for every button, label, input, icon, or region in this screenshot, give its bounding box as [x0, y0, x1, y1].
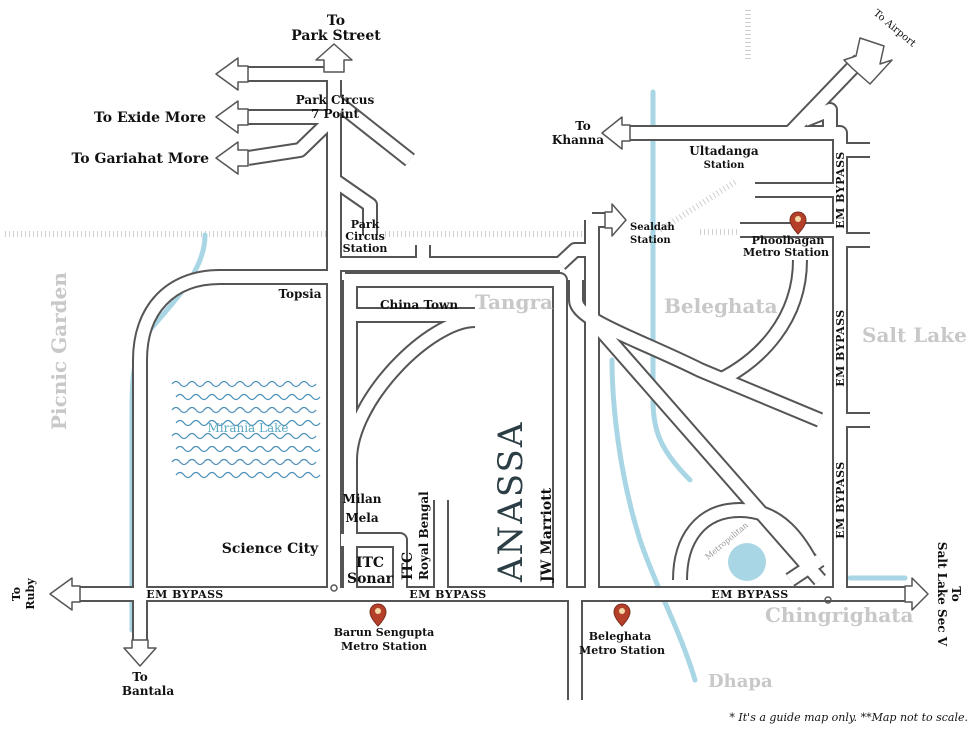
- landmark-china-town: China Town: [380, 298, 458, 312]
- phoolbagan-metro-line2: Metro Station: [743, 246, 829, 259]
- roads-fill: [80, 55, 905, 700]
- road-em-bypass-label: EM BYPASS: [834, 151, 847, 229]
- arrow-left-icon: [215, 141, 249, 175]
- road-em-bypass-label: EM BYPASS: [409, 588, 487, 601]
- dest-bantala-line1: To: [132, 670, 148, 684]
- metropolitan-lake: [728, 543, 766, 581]
- dest-salt-lake-sec-v-line2: Salt Lake Sec V: [935, 542, 949, 647]
- park-circus-station-line1: Park: [351, 218, 380, 231]
- ultadanga-station-line1: Ultadanga: [689, 144, 759, 158]
- park-circus-station-line2: Circus: [345, 230, 385, 243]
- barun-sengupta-metro-marker[interactable]: [369, 603, 387, 627]
- dest-exide-more: To Exide More: [94, 110, 206, 126]
- wave-line: [171, 406, 317, 414]
- dest-park-street-line1: To: [327, 13, 345, 29]
- landmark-jw-marriott: JW Marriott: [539, 487, 555, 584]
- wave-line: [175, 393, 321, 401]
- barun-sengupta-metro-line2: Metro Station: [341, 640, 427, 653]
- area-dhapa: Dhapa: [708, 671, 773, 692]
- dest-airport: To Airport: [871, 8, 918, 50]
- dest-khanna-line1: To: [575, 119, 591, 133]
- arrow-up-icon: [315, 43, 353, 73]
- dest-khanna-line2: Khanna: [552, 133, 604, 147]
- dest-ruby-line1: To: [10, 587, 23, 601]
- park-circus-7-point-line1: Park Circus: [296, 93, 375, 107]
- beleghata-metro-line1: Beleghata: [589, 630, 652, 643]
- wave-line: [175, 419, 321, 427]
- park-circus-7-point-line2: 7 Point: [311, 107, 360, 121]
- beleghata-metro-line2: Metro Station: [579, 644, 665, 657]
- landmark-milan-mela-line1: Milan: [343, 492, 382, 506]
- road-em-bypass-label: EM BYPASS: [834, 461, 847, 539]
- arrow-down-icon: [123, 639, 157, 667]
- barun-sengupta-metro-line1: Barun Sengupta: [334, 626, 435, 639]
- landmark-anassa: ANASSA: [491, 421, 531, 583]
- landmark-itc-sonar-line1: ITC: [356, 555, 384, 571]
- landmark-topsia: Topsia: [278, 287, 321, 301]
- arrow-right-icon: [604, 203, 627, 237]
- map-footnote: * It's a guide map only. **Map not to sc…: [729, 711, 968, 724]
- landmark-itc-royal-bengal-line1: ITC: [400, 552, 416, 580]
- sealdah-station-line1: Sealdah: [630, 222, 675, 233]
- arrow-left-icon: [215, 100, 249, 134]
- arrow-up-right-icon: [843, 37, 893, 85]
- arrow-right-icon: [904, 577, 929, 611]
- area-beleghata: Beleghata: [664, 294, 778, 318]
- road-em-bypass-label: EM BYPASS: [146, 588, 224, 601]
- arrow-left-icon: [601, 116, 631, 150]
- direction-arrows: [49, 37, 929, 667]
- dest-ruby-line2: Ruby: [24, 578, 37, 610]
- dest-gariahat-more: To Gariahat More: [71, 151, 209, 167]
- area-chingrighata: Chingrighata: [765, 603, 913, 627]
- mirania-lake-waves: [171, 380, 321, 479]
- beleghata-metro-marker[interactable]: [613, 603, 631, 627]
- wave-line: [175, 445, 321, 453]
- landmark-itc-sonar-line2: Sonar: [347, 571, 394, 587]
- dest-park-street-line2: Park Street: [291, 28, 381, 44]
- area-picnic-garden: Picnic Garden: [47, 272, 71, 430]
- area-tangra: Tangra: [475, 290, 553, 314]
- arrow-left-icon: [215, 57, 249, 91]
- wave-line: [175, 471, 321, 479]
- road-em-bypass-label: EM BYPASS: [711, 588, 789, 601]
- junction-marker: [330, 584, 338, 592]
- area-salt-lake: Salt Lake: [862, 323, 967, 347]
- landmark-mirania-lake: Mirania Lake: [207, 421, 288, 435]
- ultadanga-station-line2: Station: [704, 160, 745, 171]
- arrow-left-icon: [49, 577, 81, 611]
- wave-line: [171, 380, 317, 388]
- junction-marker: [824, 596, 832, 604]
- wave-line: [171, 432, 317, 440]
- landmark-science-city: Science City: [222, 541, 319, 557]
- dest-bantala-line2: Bantala: [122, 684, 175, 698]
- dest-salt-lake-sec-v-line1: To: [949, 586, 963, 602]
- landmark-milan-mela-line2: Mela: [345, 511, 378, 525]
- wave-line: [171, 458, 317, 466]
- sealdah-station-line2: Station: [630, 235, 671, 246]
- landmark-itc-royal-bengal-line2: Royal Bengal: [417, 491, 431, 580]
- road-em-bypass-label: EM BYPASS: [834, 309, 847, 387]
- phoolbagan-metro-line1: Phoolbagan: [752, 234, 825, 247]
- park-circus-station-line3: Station: [343, 242, 388, 255]
